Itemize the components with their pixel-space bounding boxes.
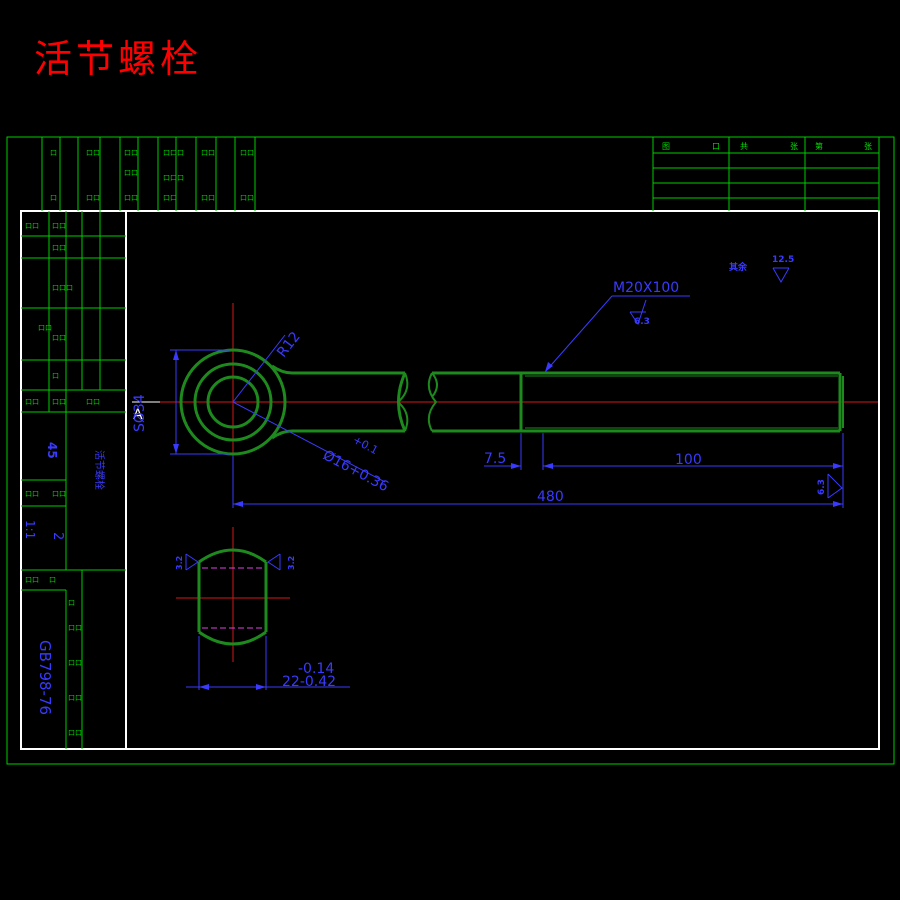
svg-text:口: 口 xyxy=(50,149,57,157)
svg-text:第: 第 xyxy=(815,141,823,151)
svg-text:口口: 口口 xyxy=(124,194,138,202)
svg-text:口口: 口口 xyxy=(52,222,66,230)
revision-right-labels: 图 口 共 张 第 张 xyxy=(662,141,872,151)
section-view-outline xyxy=(197,548,268,646)
svg-text:口口: 口口 xyxy=(201,194,215,202)
svg-text:张: 张 xyxy=(790,142,798,151)
outer-border xyxy=(6,136,895,765)
left-title-block xyxy=(21,211,126,749)
svg-text:6.3: 6.3 xyxy=(634,317,650,327)
scale-value: 1:1 xyxy=(23,520,37,539)
shank-break xyxy=(427,372,438,432)
svg-text:口口: 口口 xyxy=(25,490,39,498)
section-view-centerlines xyxy=(176,527,290,662)
quantity-value: 2 xyxy=(50,532,65,540)
svg-text:口口: 口口 xyxy=(240,149,254,157)
dimension-lines xyxy=(170,295,844,508)
center-lines xyxy=(160,303,878,505)
thread-length-dimension: 100 xyxy=(675,452,702,468)
roughness-symbol-section-left: 3.2 xyxy=(175,553,199,571)
hole-dimension-label: Ø16+0.36 xyxy=(320,447,391,495)
svg-text:口: 口 xyxy=(49,576,56,584)
svg-text:口: 口 xyxy=(712,142,720,151)
svg-text:口口口: 口口口 xyxy=(163,149,184,157)
svg-text:口口口: 口口口 xyxy=(52,284,73,292)
roughness-symbol-section-right: 3.2 xyxy=(267,553,296,571)
svg-text:口口: 口口 xyxy=(86,398,100,406)
section-width-main: 22-0.42 xyxy=(282,674,336,690)
dimension-arrows xyxy=(173,350,843,507)
svg-text:口口: 口口 xyxy=(240,194,254,202)
shank-left xyxy=(292,371,409,433)
svg-text:口口: 口口 xyxy=(86,149,100,157)
svg-text:口口: 口口 xyxy=(52,334,66,342)
svg-text:口口: 口口 xyxy=(38,324,52,332)
svg-text:图: 图 xyxy=(662,142,670,151)
svg-text:口口: 口口 xyxy=(86,194,100,202)
svg-text:口: 口 xyxy=(52,372,59,380)
total-length-dimension: 480 xyxy=(537,489,564,505)
svg-text:口口: 口口 xyxy=(25,222,39,230)
radius-label: R12 xyxy=(274,329,304,361)
shank-right xyxy=(432,371,844,433)
svg-text:3.2: 3.2 xyxy=(175,556,184,570)
svg-text:12.5: 12.5 xyxy=(772,255,794,265)
inner-frame xyxy=(20,210,880,750)
section-width-upper: -0.14 xyxy=(298,661,334,677)
neck-fillets xyxy=(271,364,293,440)
revision-table-right xyxy=(652,137,880,211)
svg-text:口口: 口口 xyxy=(68,624,82,632)
section-view-hidden-lines xyxy=(202,567,263,629)
roughness-symbol-general: 其余 12.5 xyxy=(729,255,794,284)
thread-minor-lines xyxy=(525,375,838,429)
svg-text:口口: 口口 xyxy=(68,729,82,737)
svg-text:口口: 口口 xyxy=(124,169,138,177)
svg-text:口口: 口口 xyxy=(25,576,39,584)
svg-text:口口: 口口 xyxy=(124,149,138,157)
svg-text:口口: 口口 xyxy=(52,244,66,252)
page-title: 活节螺栓 xyxy=(34,37,203,81)
roughness-symbol-end: 6.3 xyxy=(817,473,843,499)
svg-text:口口口: 口口口 xyxy=(163,174,184,182)
svg-text:口口: 口口 xyxy=(201,149,215,157)
roughness-symbol-thread: 6.3 xyxy=(629,299,650,327)
svg-text:口口: 口口 xyxy=(52,398,66,406)
head-diameter-label: SØ34 xyxy=(132,394,148,432)
svg-text:其余: 其余 xyxy=(729,261,748,273)
thread-spec-label: M20X100 xyxy=(613,280,679,296)
standard-code: GB798-76 xyxy=(36,640,54,715)
svg-text:3.2: 3.2 xyxy=(287,556,296,570)
left-title-glyphs: 口口口口 口口 口口口 口口口口 口 口口口口口口 口口口口 口口口 口口口口口… xyxy=(25,222,100,737)
hole-dimension-sub: +0.1 xyxy=(351,433,381,457)
svg-text:口口: 口口 xyxy=(68,694,82,702)
material-value: 45 xyxy=(45,442,59,459)
svg-text:口: 口 xyxy=(50,194,57,202)
svg-text:口口: 口口 xyxy=(68,659,82,667)
eye-head xyxy=(179,348,287,456)
svg-text:口: 口 xyxy=(68,599,75,607)
svg-text:6.3: 6.3 xyxy=(817,479,827,495)
svg-text:口口: 口口 xyxy=(163,194,177,202)
chamfer-dimension: 7.5 xyxy=(484,451,506,467)
part-name-value: 活节螺栓 xyxy=(93,450,106,490)
svg-text:张: 张 xyxy=(864,142,872,151)
section-marker-label: A xyxy=(133,407,143,423)
section-view-arrows xyxy=(199,684,266,690)
svg-text:口口: 口口 xyxy=(52,490,66,498)
section-view-dimensions xyxy=(186,636,350,690)
revision-table-left xyxy=(41,137,256,211)
svg-text:口口: 口口 xyxy=(25,398,39,406)
svg-text:共: 共 xyxy=(740,142,748,151)
section-marker: A xyxy=(132,401,160,423)
